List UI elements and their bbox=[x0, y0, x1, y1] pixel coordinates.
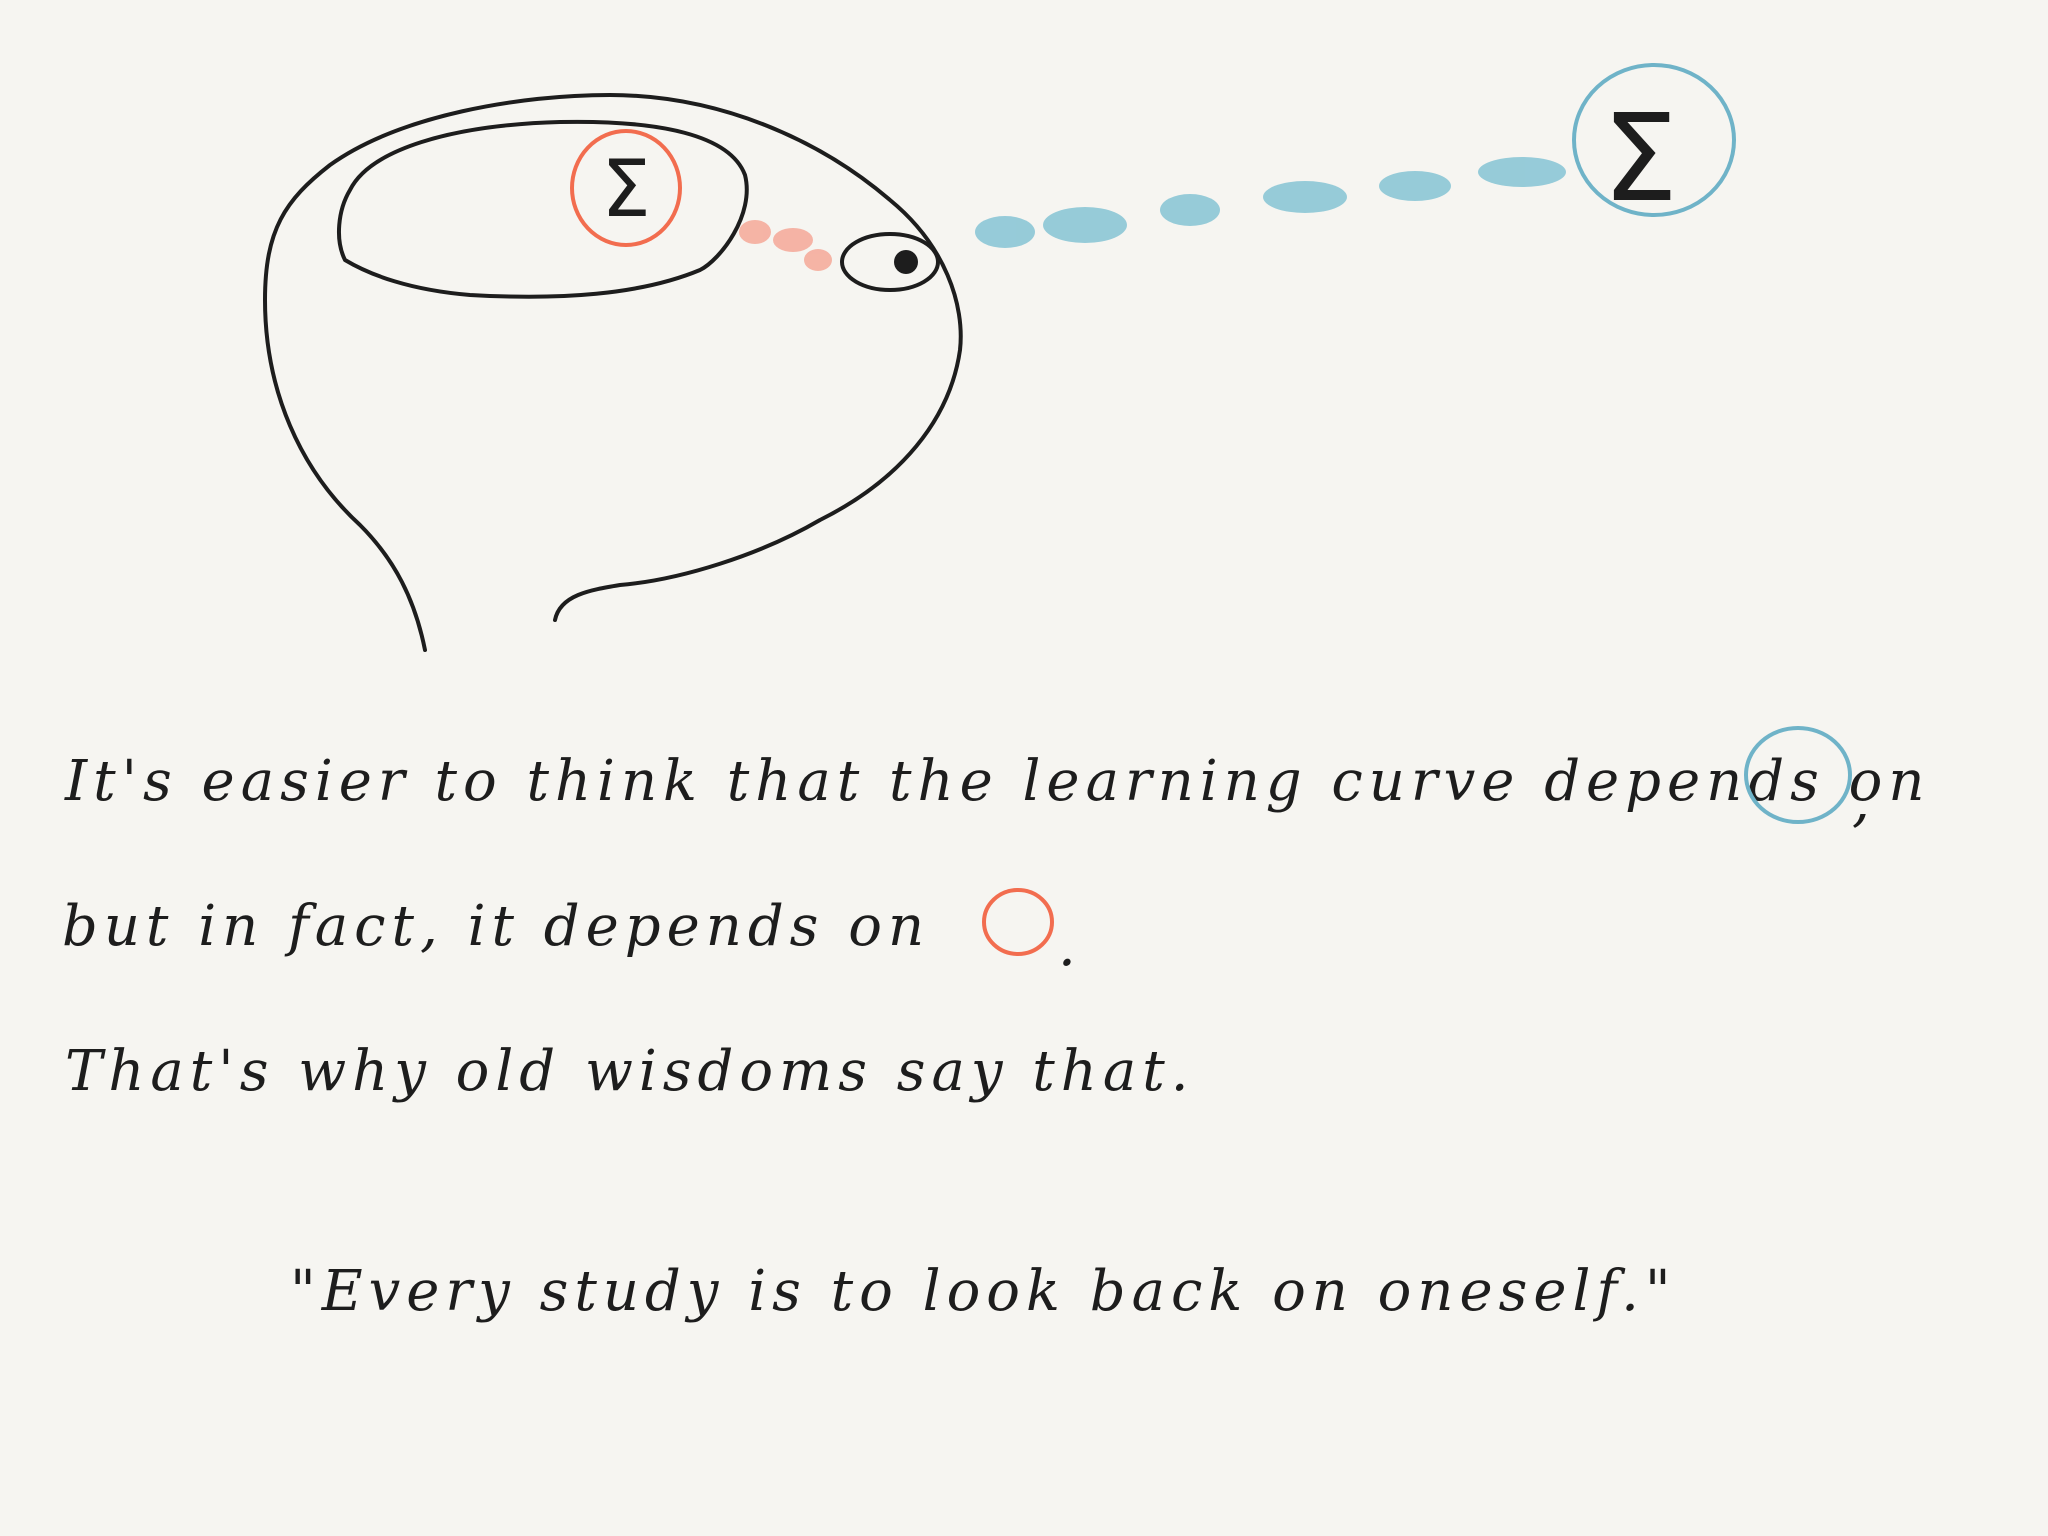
outer-dash-path bbox=[975, 157, 1566, 248]
outer-circle-icon bbox=[1572, 63, 1736, 217]
pupil-icon bbox=[894, 250, 918, 274]
brain-outline-icon bbox=[337, 119, 749, 299]
text-line-2: but in fact, it depends on bbox=[62, 894, 930, 959]
inner-dash-path bbox=[739, 220, 832, 271]
outer-sigma-label: Σ bbox=[1602, 90, 1678, 229]
outer-circle-inline-icon bbox=[1744, 726, 1852, 824]
eye-icon bbox=[840, 232, 940, 292]
inner-sigma-label: Σ bbox=[601, 145, 650, 235]
text-line-2-period: . bbox=[1058, 914, 1082, 979]
text-line-1-comma: , bbox=[1852, 769, 1876, 834]
quote-text: "Every study is to look back on oneself.… bbox=[290, 1259, 1677, 1324]
text-line-1: It's easier to think that the learning c… bbox=[64, 749, 1930, 814]
head-outline-icon bbox=[263, 93, 963, 652]
text-line-3: That's why old wisdoms say that. bbox=[65, 1039, 1195, 1104]
inner-circle-icon bbox=[570, 129, 682, 247]
inner-circle-inline-icon bbox=[982, 888, 1054, 956]
